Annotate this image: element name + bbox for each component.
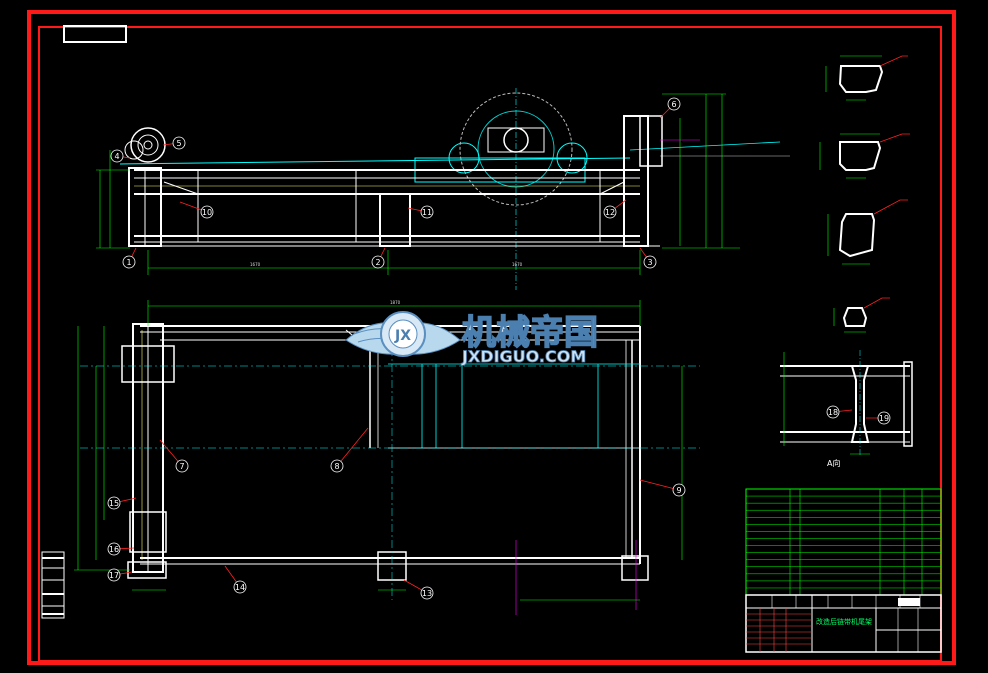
watermark-en: JXDIGUO.COM bbox=[461, 347, 586, 366]
callout-label-10: 10 bbox=[202, 208, 212, 217]
callout-label-18: 18 bbox=[828, 408, 838, 417]
callout-bubble-15 bbox=[107, 496, 121, 510]
callout-bubble-7 bbox=[175, 459, 189, 473]
callout-leader-8 bbox=[336, 427, 369, 467]
callout-label-15: 15 bbox=[109, 499, 119, 508]
callout-label-6: 6 bbox=[671, 100, 676, 109]
callout-label-4: 4 bbox=[114, 152, 119, 161]
watermark-cn: 机械帝国 bbox=[462, 313, 598, 353]
callout-label-14: 14 bbox=[235, 583, 245, 592]
inner-sheet-border bbox=[38, 26, 942, 662]
callout-bubble-19 bbox=[877, 411, 891, 425]
callout-bubble-8 bbox=[330, 459, 344, 473]
watermark-logo-letters: JX bbox=[394, 328, 411, 344]
callout-bubble-3 bbox=[643, 255, 657, 269]
callout-bubble-16 bbox=[107, 542, 121, 556]
callout-label-7: 7 bbox=[179, 462, 184, 471]
callout-bubble-4 bbox=[110, 149, 124, 163]
view-a-label: A向 bbox=[827, 458, 840, 468]
callout-label-13: 13 bbox=[422, 589, 432, 598]
dim-plan-width: 1870 bbox=[390, 300, 401, 305]
callout-bubble-18 bbox=[826, 405, 840, 419]
callout-label-1: 1 bbox=[126, 258, 131, 267]
callout-bubble-5 bbox=[172, 136, 186, 150]
callout-bubble-14 bbox=[233, 580, 247, 594]
callout-bubble-6 bbox=[667, 97, 681, 111]
callout-label-8: 8 bbox=[334, 462, 339, 471]
callout-bubble-13 bbox=[420, 586, 434, 600]
drawing-title: 改造后链带机尾架 bbox=[816, 617, 872, 626]
callout-label-5: 5 bbox=[176, 139, 181, 148]
callout-bubble-11 bbox=[420, 205, 434, 219]
callout-label-17: 17 bbox=[109, 571, 119, 580]
dim-right-span: 1670 bbox=[512, 262, 523, 267]
callout-bubble-2 bbox=[371, 255, 385, 269]
title-block: 改造后链带机尾架 bbox=[745, 488, 942, 653]
callout-bubble-1 bbox=[122, 255, 136, 269]
callout-label-2: 2 bbox=[375, 258, 380, 267]
callout-label-19: 19 bbox=[879, 414, 889, 423]
outer-sheet-border bbox=[27, 10, 956, 665]
callout-label-9: 9 bbox=[676, 486, 681, 495]
section-details: A向 bbox=[780, 55, 913, 468]
callout-label-11: 11 bbox=[422, 208, 432, 217]
drawing-number-box bbox=[63, 25, 127, 43]
callout-bubble-12 bbox=[603, 205, 617, 219]
callout-label-3: 3 bbox=[647, 258, 652, 267]
plan-view: 1870 bbox=[74, 300, 700, 615]
dim-left-span: 1670 bbox=[250, 262, 261, 267]
watermark-logo: JX bbox=[345, 311, 461, 357]
callout-bubble-17 bbox=[107, 568, 121, 582]
callout-bubble-9 bbox=[672, 483, 686, 497]
callout-label-12: 12 bbox=[605, 208, 615, 217]
revision-table bbox=[41, 551, 65, 619]
watermark: JX 机械帝国 JXDIGUO.COM bbox=[345, 311, 599, 366]
callout-leader-9 bbox=[639, 479, 680, 491]
callout-bubble-10 bbox=[200, 205, 214, 219]
callout-label-16: 16 bbox=[109, 545, 119, 554]
elevation-view: 1670 1670 bbox=[96, 88, 790, 290]
